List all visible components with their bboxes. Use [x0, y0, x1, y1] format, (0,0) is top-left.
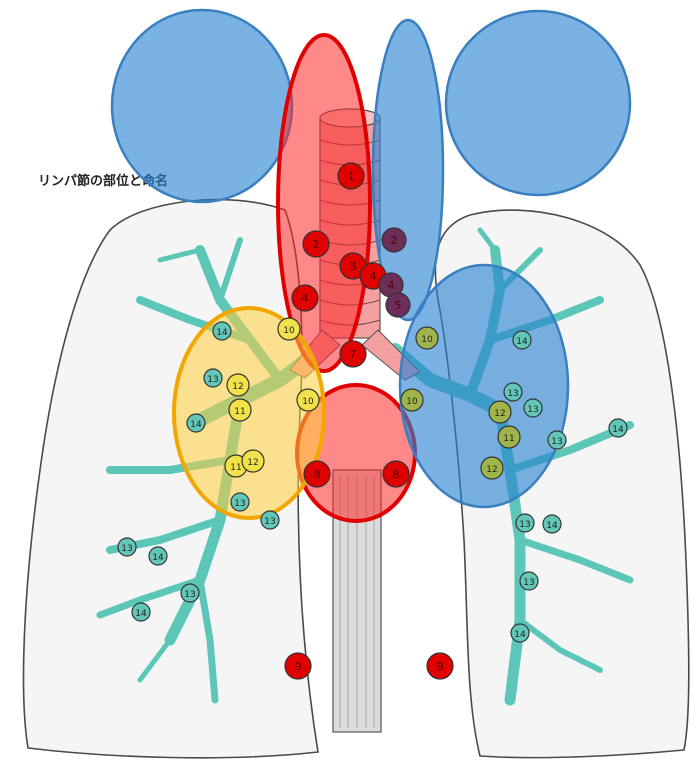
lymph-node-label: 5 [395, 299, 402, 312]
lymph-node-purple-1: 2 [382, 228, 406, 252]
lymph-node-label: 4 [302, 292, 309, 305]
lymph-node-red-7: 8 [304, 461, 330, 487]
lymph-node-label: 14 [152, 553, 164, 563]
lymph-node-purple-3: 5 [386, 293, 410, 317]
lymph-node-red-10: 9 [427, 653, 453, 679]
lymph-node-red-8: 8 [383, 461, 409, 487]
lymph-node-right-teal-4: 13 [231, 493, 249, 511]
lymph-node-label: 12 [486, 465, 497, 475]
lymph-node-label: 13 [519, 520, 530, 530]
lymph-node-label: 1 [348, 170, 355, 183]
lymph-node-label: 14 [514, 630, 526, 640]
lymph-node-right-teal-6: 14 [149, 547, 167, 565]
lymph-node-label: 4 [388, 279, 395, 292]
lymph-node-label: 8 [393, 468, 400, 481]
lymph-node-yellow-6: 12 [242, 450, 264, 472]
highlight-blue-top-left [112, 10, 292, 202]
lymph-node-green-2: 10 [401, 389, 423, 411]
lymph-node-label: 14 [516, 337, 528, 347]
lymph-node-label: 2 [313, 238, 320, 251]
lymph-node-label: 13 [523, 578, 534, 588]
lymph-node-label: 12 [494, 409, 505, 419]
lymph-node-green-4: 11 [498, 426, 520, 448]
lymph-node-right-teal-1: 14 [213, 322, 231, 340]
lymph-node-left-teal-1: 14 [513, 331, 531, 349]
lymph-node-red-6: 7 [340, 341, 366, 367]
lymph-node-label: 13 [507, 389, 518, 399]
lymph-node-right-teal-8: 14 [132, 603, 150, 621]
lymph-node-red-9: 9 [285, 653, 311, 679]
highlight-blue-top-right [446, 11, 630, 195]
lymph-node-red-2: 2 [303, 231, 329, 257]
lymph-node-label: 9 [437, 660, 444, 673]
lymph-node-yellow-1: 10 [278, 318, 300, 340]
lymph-node-label: 8 [314, 468, 321, 481]
lymph-node-label: 11 [234, 407, 245, 417]
lymph-node-right-teal-5: 13 [118, 538, 136, 556]
lymph-node-label: 13 [264, 517, 275, 527]
lymph-node-red-1: 1 [338, 163, 364, 189]
lymph-node-green-1: 10 [416, 327, 438, 349]
lymph-node-yellow-4: 11 [229, 399, 251, 421]
lymph-node-right-teal-9: 13 [261, 511, 279, 529]
lymph-node-label: 7 [350, 348, 357, 361]
lymph-node-label: 13 [121, 544, 132, 554]
lymph-node-label: 13 [207, 375, 218, 385]
lymph-node-red-4: 4 [292, 285, 318, 311]
lymph-node-label: 13 [184, 590, 195, 600]
lymph-node-label: 12 [232, 382, 243, 392]
lymph-node-label: 14 [135, 609, 147, 619]
lymph-node-left-teal-6: 13 [516, 514, 534, 532]
lymph-node-left-teal-8: 13 [520, 572, 538, 590]
lymph-node-label: 3 [350, 260, 357, 273]
lymph-node-green-3: 12 [489, 401, 511, 423]
lymph-node-label: 2 [391, 234, 398, 247]
lymph-node-label: 9 [295, 660, 302, 673]
lymph-node-label: 14 [546, 521, 558, 531]
lymph-node-left-teal-4: 13 [548, 431, 566, 449]
lymph-node-right-teal-3: 14 [187, 414, 205, 432]
lymph-node-label: 11 [230, 463, 241, 473]
lymph-node-yellow-3: 12 [227, 374, 249, 396]
lymph-node-green-5: 12 [481, 457, 503, 479]
lymph-node-left-teal-7: 14 [543, 515, 561, 533]
lymph-node-left-teal-9: 14 [511, 624, 529, 642]
lymph-node-label: 13 [234, 499, 245, 509]
lymph-node-yellow-2: 10 [297, 389, 319, 411]
lymph-node-label: 14 [216, 328, 228, 338]
lymph-node-label: 13 [527, 405, 538, 415]
lymph-node-label: 4 [370, 270, 377, 283]
lymph-node-label: 14 [612, 425, 624, 435]
lymph-node-label: 13 [551, 437, 562, 447]
lymph-node-label: 10 [302, 397, 314, 407]
lymph-node-label: 14 [190, 420, 202, 430]
lymph-node-right-teal-2: 13 [204, 369, 222, 387]
lymph-node-label: 11 [503, 434, 514, 444]
lymph-node-left-teal-5: 14 [609, 419, 627, 437]
lymph-node-left-teal-2: 13 [504, 383, 522, 401]
lymph-node-label: 10 [406, 397, 418, 407]
lymph-node-label: 12 [247, 458, 258, 468]
lymph-node-label: 10 [283, 326, 295, 336]
lymph-node-label: 10 [421, 335, 433, 345]
lymph-node-right-teal-7: 13 [181, 584, 199, 602]
lymph-node-left-teal-3: 13 [524, 399, 542, 417]
